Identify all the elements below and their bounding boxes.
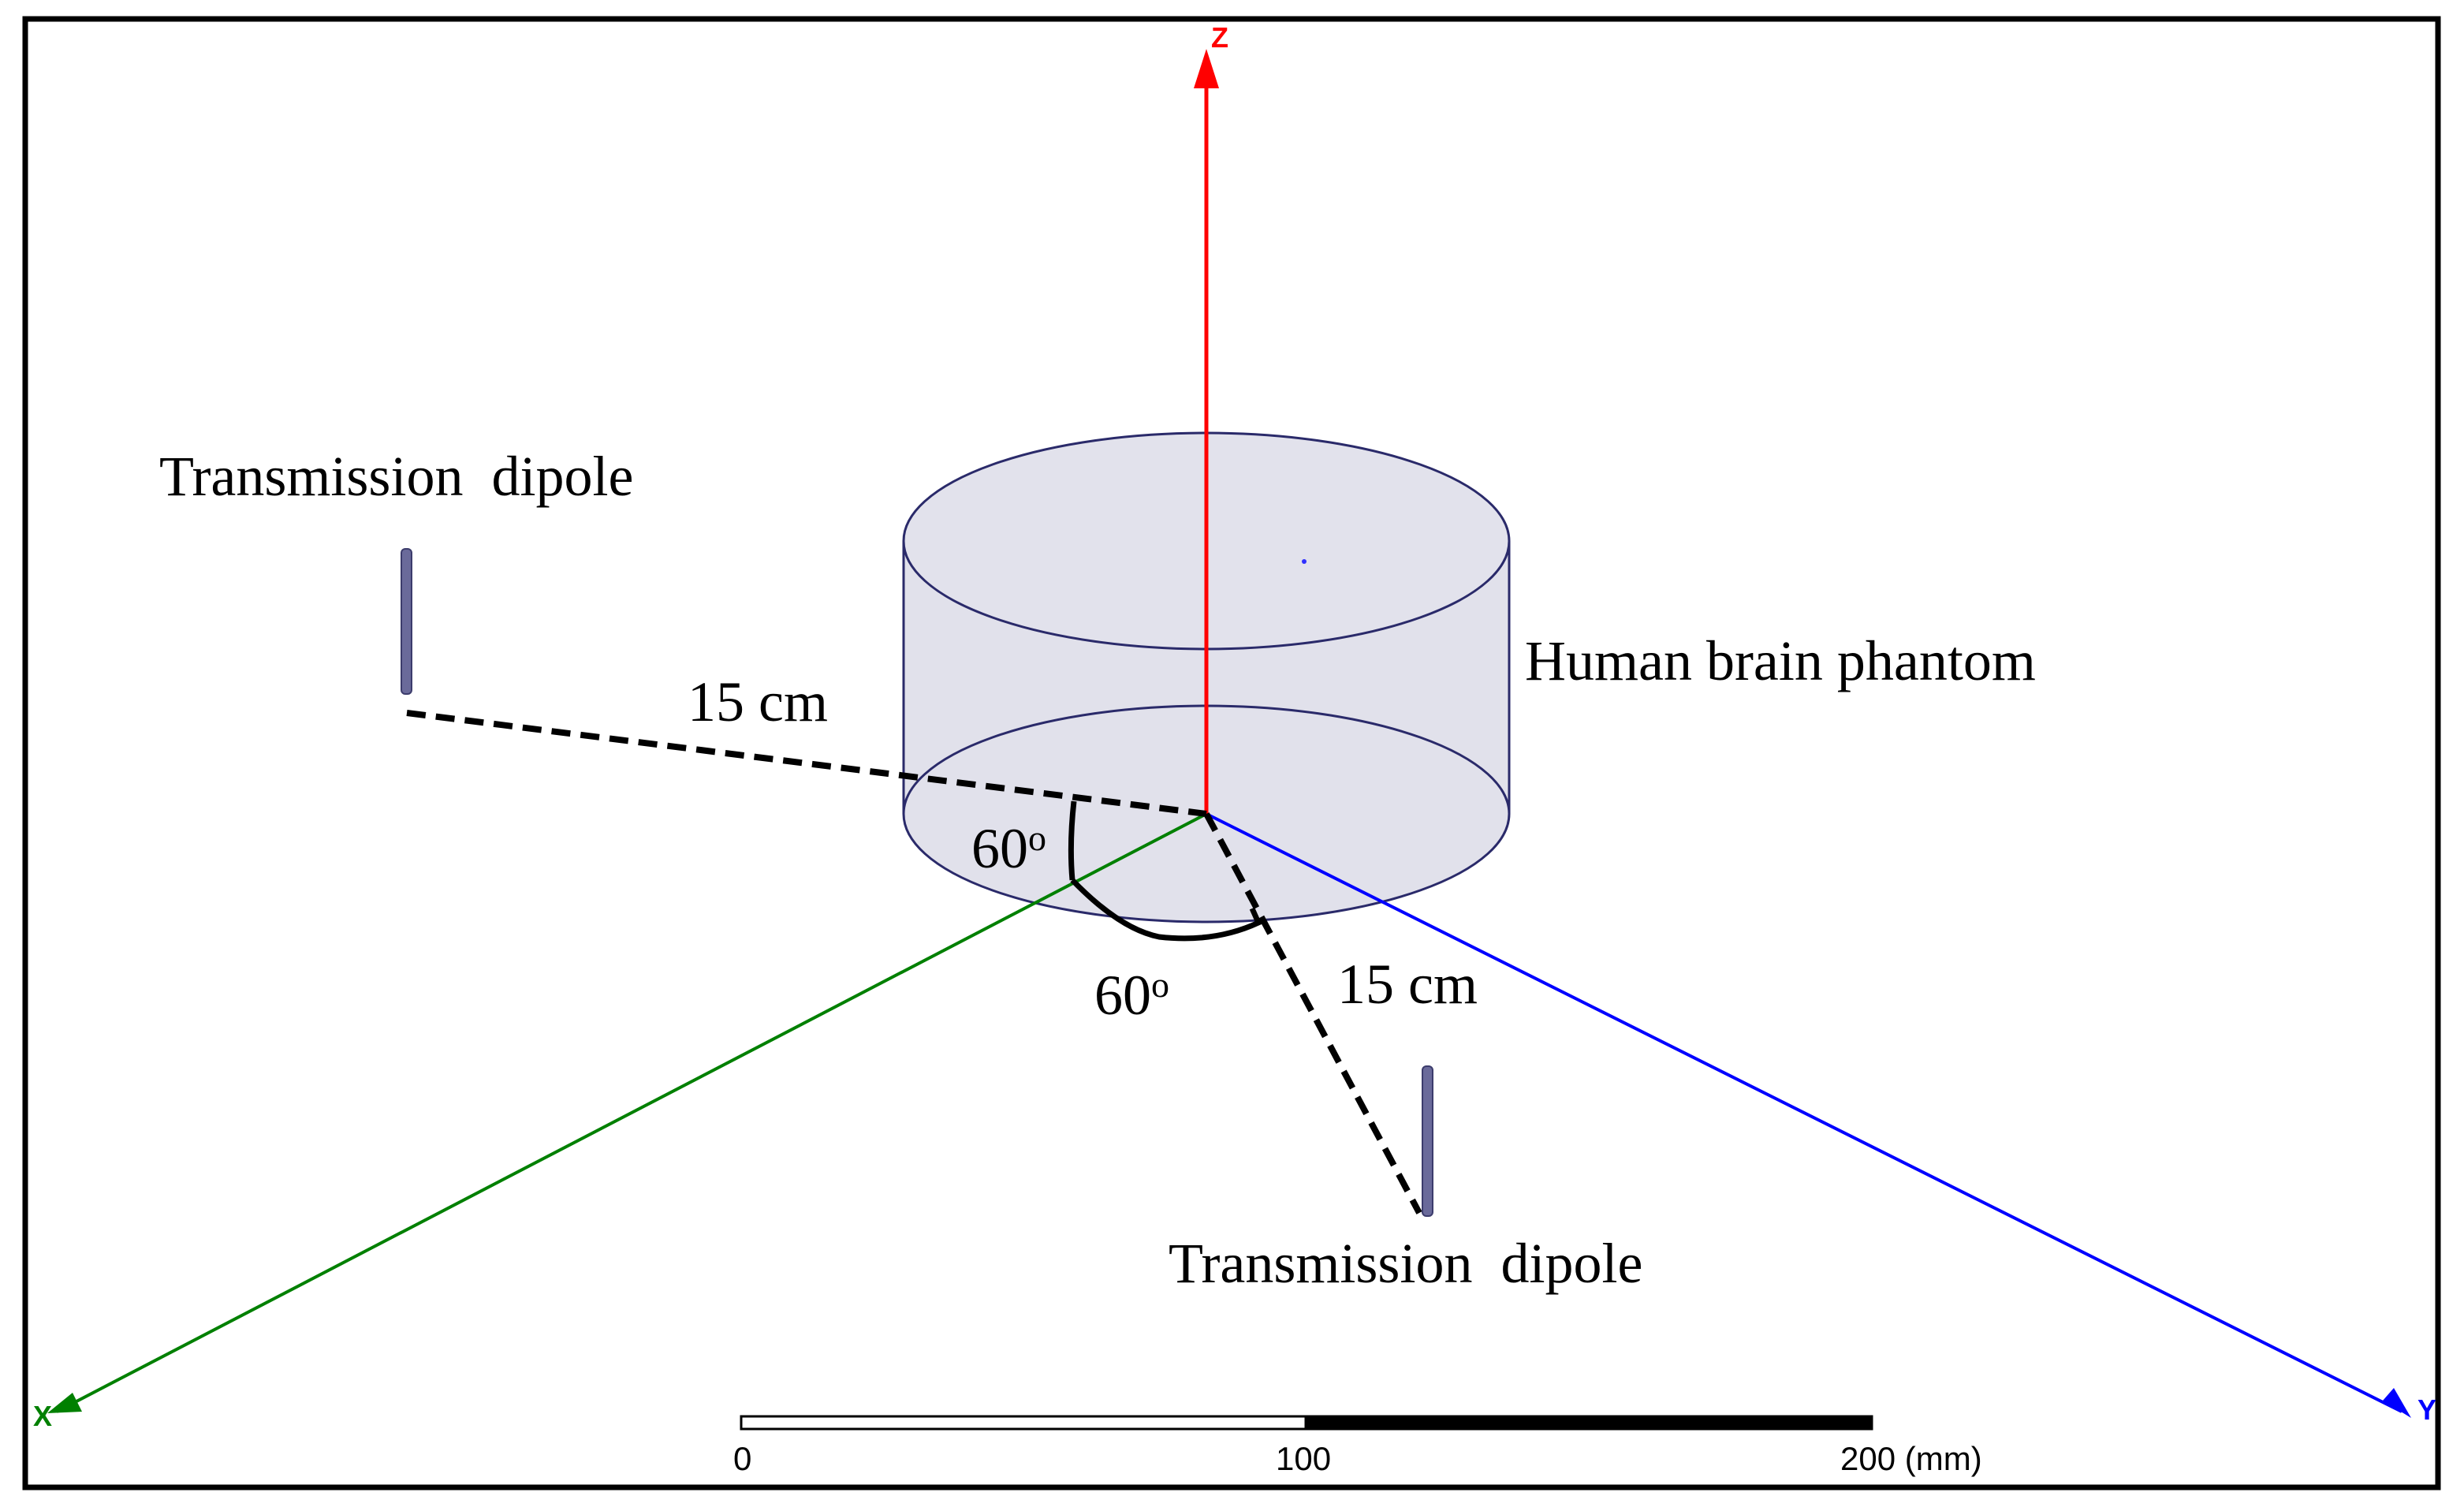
distance-line-top-dipole bbox=[406, 710, 1207, 817]
phantom-center-dot bbox=[1302, 559, 1307, 564]
x-axis-arrow-icon bbox=[47, 1393, 82, 1413]
distance-top-label: 15 cm bbox=[688, 670, 828, 733]
z-axis-label: Z bbox=[1211, 21, 1228, 54]
angle-upper-degree: o bbox=[1028, 818, 1046, 858]
y-axis-arrow-icon bbox=[2383, 1388, 2411, 1418]
angle-lower-label: 60o bbox=[1094, 964, 1169, 1027]
distance-lines bbox=[406, 710, 1422, 1214]
dipole-top bbox=[401, 548, 412, 695]
angle-arc-upper bbox=[1068, 800, 1077, 881]
dipole-bottom bbox=[1422, 1065, 1433, 1217]
y-axis-label: Y bbox=[2417, 1393, 2436, 1426]
y-axis-line bbox=[1206, 812, 2402, 1413]
scale-bar-tick-100: 100 bbox=[1276, 1440, 1331, 1477]
angle-arc-lower bbox=[1070, 878, 1262, 942]
phantom-label: Human brain phantom bbox=[1525, 629, 2036, 692]
scale-bar: 0 100 200 (mm) bbox=[733, 1415, 1982, 1477]
scale-bar-black-segment bbox=[1304, 1415, 1873, 1431]
scale-bar-tick-200: 200 (mm) bbox=[1840, 1440, 1982, 1477]
dipole-top-label: Transmission dipole bbox=[159, 445, 633, 508]
scale-bar-white-segment bbox=[740, 1415, 1307, 1431]
angle-upper-label: 60o bbox=[971, 817, 1046, 880]
distance-line-bottom-dipole bbox=[1203, 812, 1422, 1214]
angle-lower-value: 60 bbox=[1094, 964, 1151, 1027]
distance-bottom-label: 15 cm bbox=[1337, 953, 1478, 1016]
x-axis-line bbox=[56, 812, 1207, 1413]
z-axis-arrow-icon bbox=[1194, 49, 1219, 88]
angle-lower-degree: o bbox=[1151, 964, 1169, 1005]
dipoles bbox=[401, 548, 1433, 1217]
scale-bar-tick-0: 0 bbox=[733, 1440, 751, 1477]
dipole-bottom-label: Transmission dipole bbox=[1169, 1232, 1642, 1295]
x-axis-label: X bbox=[33, 1400, 52, 1432]
coordinate-axes: X Y Z bbox=[33, 21, 2436, 1432]
angle-upper-value: 60 bbox=[971, 817, 1028, 880]
angle-arcs bbox=[1068, 800, 1262, 942]
